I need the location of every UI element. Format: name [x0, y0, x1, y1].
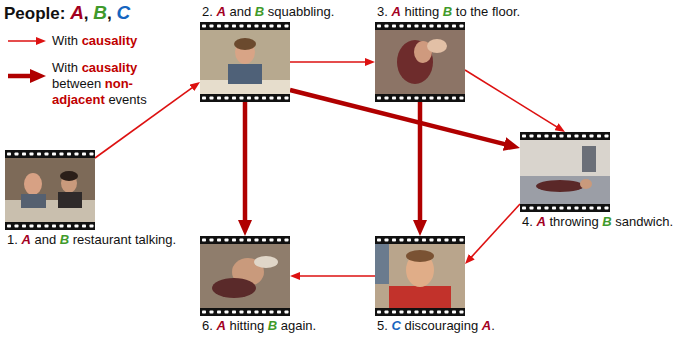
causality-arrow-nonadjacent — [243, 102, 248, 228]
causality-arrow-nonadjacent — [290, 90, 512, 146]
legend-thick-arrow — [8, 74, 38, 79]
film-frame — [520, 132, 610, 212]
event-caption: 2. A and B squabbling. — [202, 4, 334, 20]
event-caption: 5. C discouraging A. — [377, 318, 495, 334]
event-caption: 1. A and B restaurant talking. — [7, 232, 176, 248]
legend-text: With causality between non-adjacent even… — [52, 60, 167, 108]
event-frame: 6. A hitting B again. — [200, 236, 290, 316]
event-frame: 4. A throwing B sandwich. — [520, 132, 610, 212]
legend-text: With causality — [52, 33, 172, 49]
causality-arrow — [294, 275, 375, 277]
causality-arrow — [465, 70, 562, 130]
film-frame — [200, 236, 290, 316]
event-caption: 4. A throwing B sandwich. — [522, 214, 673, 230]
film-frame — [375, 22, 465, 102]
causality-arrow — [468, 204, 520, 261]
causality-arrow — [290, 61, 371, 63]
event-frame: 1. A and B restaurant talking. — [5, 150, 95, 230]
event-frame: 2. A and B squabbling. — [200, 22, 290, 102]
event-frame: 5. C discouraging A. — [375, 236, 465, 316]
people-label: People: A, B, C — [4, 2, 130, 25]
film-frame — [200, 22, 290, 102]
event-caption: 6. A hitting B again. — [202, 318, 316, 334]
film-frame — [375, 236, 465, 316]
film-frame — [5, 150, 95, 230]
event-caption: 3. A hitting B to the floor. — [377, 4, 520, 20]
legend-thin-arrow — [8, 40, 42, 42]
causality-arrow-nonadjacent — [418, 102, 423, 228]
event-frame: 3. A hitting B to the floor. — [375, 22, 465, 102]
